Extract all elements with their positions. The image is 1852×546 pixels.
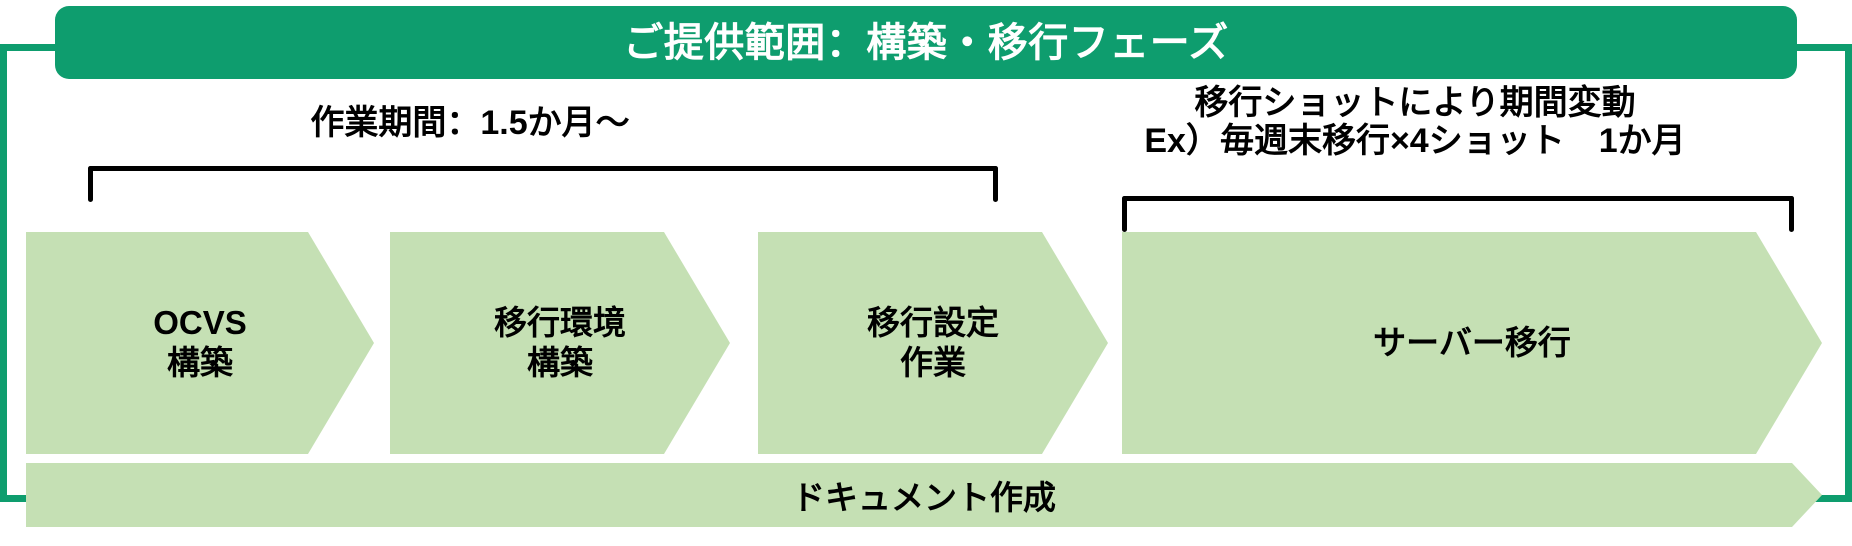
phase-label-migration-env: 移行環境 構築 <box>494 303 626 381</box>
bracket-top-bar <box>1122 196 1794 201</box>
document-bar-label: ドキュメント作成 <box>792 479 1056 516</box>
phase-label-migration-config: 移行設定 作業 <box>867 303 999 381</box>
bracket-work-period <box>88 166 998 202</box>
annotation-migration-shots: 移行ショットにより期間変動 Ex）毎週末移行×4ショット 1か月 <box>1130 84 1700 160</box>
phase-label-ocvs-build: OCVS 構築 <box>153 303 247 381</box>
annotation-migration-shots-line1: 移行ショットにより期間変動 <box>1194 84 1636 122</box>
frame-right-edge <box>1845 44 1852 502</box>
phase-arrow-ocvs-build[interactable]: OCVS 構築 <box>26 232 374 454</box>
bracket-migration-shots <box>1122 196 1794 232</box>
annotation-work-period: 作業期間：1.5か月～ <box>300 104 640 142</box>
page-title: ご提供範囲：構築・移行フェーズ <box>623 20 1229 65</box>
header-banner: ご提供範囲：構築・移行フェーズ <box>55 6 1797 79</box>
frame-left-edge <box>0 44 7 502</box>
frame-top-right-segment <box>1792 44 1852 51</box>
bracket-top-bar <box>88 166 998 171</box>
document-bar[interactable]: ドキュメント作成 <box>26 463 1822 527</box>
bracket-left-tick <box>1122 196 1127 232</box>
frame-top-left-segment <box>0 44 60 51</box>
bracket-left-tick <box>88 166 93 202</box>
phase-arrow-migration-config[interactable]: 移行設定 作業 <box>758 232 1108 454</box>
phase-arrow-migration-env[interactable]: 移行環境 構築 <box>390 232 730 454</box>
annotation-work-period-line1: 作業期間：1.5か月～ <box>310 104 630 142</box>
phase-arrow-server-migration[interactable]: サーバー移行 <box>1122 232 1822 454</box>
annotation-migration-shots-line2: Ex）毎週末移行×4ショット 1か月 <box>1144 122 1686 161</box>
phase-label-server-migration: サーバー移行 <box>1373 323 1571 361</box>
bracket-right-tick <box>1789 196 1794 232</box>
bracket-right-tick <box>993 166 998 202</box>
